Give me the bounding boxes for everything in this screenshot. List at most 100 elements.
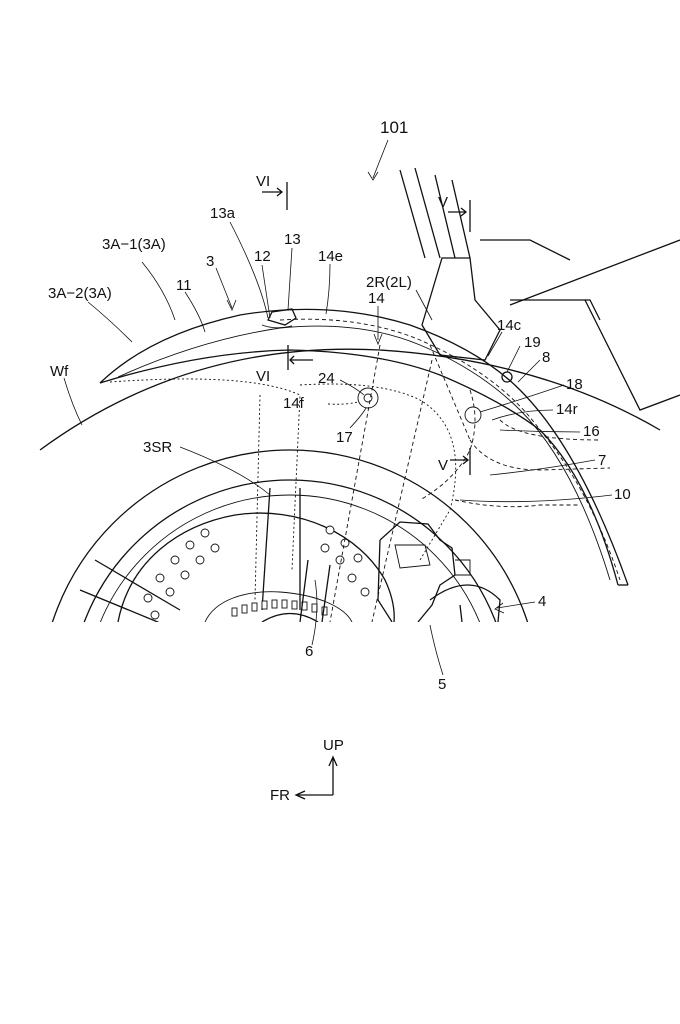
label-3a1: 3A−1(3A) bbox=[102, 236, 166, 253]
leader-6 bbox=[311, 579, 318, 646]
orientation-arrow-up bbox=[328, 755, 338, 795]
component-24 bbox=[363, 393, 373, 403]
disc-holes bbox=[143, 525, 370, 620]
section-v-top-arrow bbox=[448, 200, 471, 232]
brake-disc-inner bbox=[204, 591, 353, 622]
tire-outer-outline bbox=[39, 348, 661, 451]
leader-10 bbox=[459, 494, 613, 503]
label-14e: 14e bbox=[318, 248, 343, 265]
label-v-bottom: V bbox=[438, 457, 448, 474]
label-v-top: V bbox=[438, 194, 448, 211]
label-vi-top: VI bbox=[256, 173, 270, 190]
wheel-rim-inner bbox=[83, 479, 497, 622]
label-14c: 14c bbox=[497, 317, 522, 334]
label-3sr: 3SR bbox=[143, 439, 172, 456]
wheel-rim-outer bbox=[51, 449, 529, 622]
brake-caliper bbox=[377, 521, 456, 622]
leader-7 bbox=[489, 459, 596, 476]
fender-stay-dashed bbox=[419, 389, 601, 501]
label-18: 18 bbox=[566, 376, 583, 393]
axle-holder bbox=[429, 584, 501, 622]
label-14: 14 bbox=[368, 290, 385, 307]
leader-19 bbox=[506, 345, 521, 373]
leader-3a2 bbox=[87, 301, 133, 343]
leader-14 bbox=[373, 306, 383, 346]
leader-18 bbox=[479, 384, 565, 413]
brake-disc-outer bbox=[117, 512, 395, 622]
label-3a2: 3A−2(3A) bbox=[48, 285, 112, 302]
label-7: 7 bbox=[598, 452, 606, 469]
label-13: 13 bbox=[284, 231, 301, 248]
fender-dashed-edge bbox=[279, 318, 621, 581]
label-5: 5 bbox=[438, 676, 446, 693]
stay-10-dashed bbox=[454, 499, 580, 508]
front-fender-body bbox=[99, 308, 629, 586]
fender-bracket-dashed bbox=[429, 344, 611, 471]
hub-outline bbox=[261, 612, 319, 622]
fork-tube-outline bbox=[329, 344, 433, 622]
section-vi-bottom-arrow bbox=[287, 345, 313, 370]
leader-5 bbox=[429, 624, 444, 676]
label-16: 16 bbox=[583, 423, 600, 440]
leader-14e bbox=[325, 263, 331, 315]
label-6: 6 bbox=[305, 643, 313, 660]
leader-14f bbox=[327, 401, 359, 405]
frame-bracket bbox=[510, 299, 601, 321]
section-v-bottom-arrow bbox=[450, 448, 471, 475]
brake-caliper-detail bbox=[394, 544, 471, 576]
front-fender-inner-line bbox=[117, 325, 611, 581]
label-14f: 14f bbox=[283, 395, 305, 412]
leader-24 bbox=[339, 379, 365, 396]
label-3: 3 bbox=[206, 253, 214, 270]
orientation-up-label: UP bbox=[323, 737, 344, 754]
leader-14c bbox=[487, 331, 503, 357]
label-10: 10 bbox=[614, 486, 631, 503]
fender-bracket-13 bbox=[267, 308, 297, 326]
label-17: 17 bbox=[336, 429, 353, 446]
component-19 bbox=[501, 371, 513, 383]
leader-14r bbox=[491, 409, 554, 421]
label-4: 4 bbox=[538, 593, 546, 610]
wheel-spoke bbox=[261, 487, 301, 611]
leader-101 bbox=[367, 139, 389, 181]
label-19: 19 bbox=[524, 334, 541, 351]
hose-dotted bbox=[299, 383, 457, 561]
leader-8 bbox=[517, 359, 541, 383]
leader-13 bbox=[287, 247, 293, 311]
leader-17 bbox=[349, 407, 367, 429]
label-wf: Wf bbox=[50, 363, 69, 380]
leader-16 bbox=[499, 429, 581, 433]
leader-3 bbox=[215, 267, 237, 311]
frame-upper bbox=[480, 239, 680, 411]
leader-4 bbox=[494, 601, 536, 614]
fork-top-2r bbox=[421, 257, 501, 361]
label-8: 8 bbox=[542, 349, 550, 366]
front-fender-lower bbox=[99, 349, 619, 586]
component-17 bbox=[357, 387, 379, 409]
wheel-rim-edge bbox=[99, 494, 481, 622]
label-12: 12 bbox=[254, 248, 271, 265]
leader-11 bbox=[184, 291, 206, 333]
leader-wf bbox=[63, 377, 83, 426]
orientation-front-label: FR bbox=[270, 787, 290, 804]
leader-12 bbox=[261, 264, 271, 319]
leader-13a bbox=[229, 221, 269, 319]
leader-2r bbox=[415, 289, 433, 321]
fork-inner-tube bbox=[299, 559, 331, 622]
fender-bracket-12 bbox=[261, 324, 293, 329]
label-11: 11 bbox=[176, 277, 192, 294]
label-24: 24 bbox=[318, 370, 335, 387]
label-vi-bottom: VI bbox=[256, 368, 270, 385]
label-2r: 2R(2L) bbox=[366, 274, 412, 291]
section-vi-top-arrow bbox=[262, 182, 288, 210]
fork-upper-tubes bbox=[399, 167, 471, 259]
harness-dotted bbox=[109, 378, 301, 601]
wheel-spoke bbox=[79, 559, 181, 622]
component-18 bbox=[464, 406, 482, 424]
label-14r: 14r bbox=[556, 401, 578, 418]
leader-3a1 bbox=[141, 261, 176, 321]
disc-slots bbox=[231, 599, 328, 617]
label-13a: 13a bbox=[210, 205, 236, 222]
label-figure-ref: 101 bbox=[380, 118, 408, 137]
